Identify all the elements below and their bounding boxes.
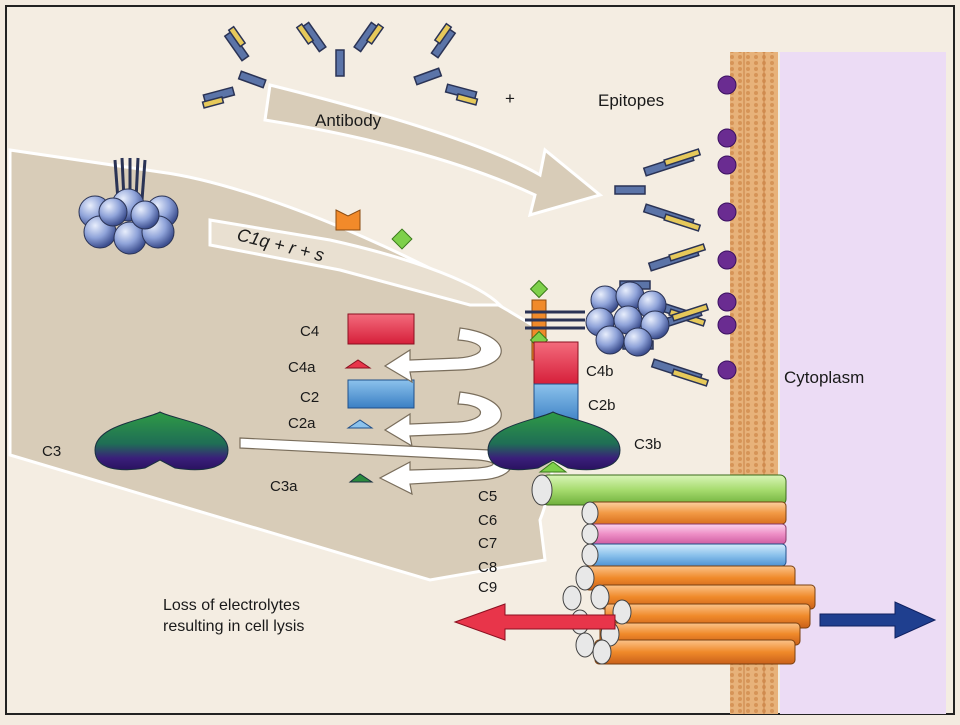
epitope-icon [717,75,737,380]
electrolyte-arrow-left [453,603,616,641]
c2-block [347,379,415,409]
c8-label: C8 [478,559,497,576]
c4b-block [533,341,579,385]
electrolyte-arrow-right [819,601,937,639]
epitopes-label: Epitopes [598,91,664,110]
c1q-flow-arrow [208,218,504,307]
c1s-fragment-icon [391,228,413,250]
lysis-label-line1: Loss of electrolytes [163,597,300,614]
c3-label: C3 [42,443,61,460]
c6-label: C6 [478,512,497,529]
lysis-label-line2: resulting in cell lysis [163,618,304,635]
c3a-label: C3a [270,478,298,495]
c8-tube [589,543,787,567]
c1r-fragment-icon [335,209,361,231]
c5-tube [541,474,787,506]
c6-tube [589,501,787,525]
c2a-label: C2a [288,415,316,432]
c3-molecule [94,411,229,471]
c7-label: C7 [478,535,497,552]
c4b-label: C4b [586,363,614,380]
c4-block [347,313,415,345]
c5-label: C5 [478,488,497,505]
antibody-flow-arrow [263,83,604,218]
c3b-tip [538,461,568,473]
c2-label: C2 [300,389,319,406]
c9-label: C9 [478,579,497,596]
cleavage-arrows [239,327,512,496]
membrane-attack-complex [531,474,816,665]
c4a-label: C4a [288,359,316,376]
bound-c1-complex-icon [525,281,670,357]
c3b-molecule [487,411,621,471]
c1-complex-icon [78,157,179,255]
c7-tube [589,523,787,545]
c4-label: C4 [300,323,319,340]
c2a-fragment [346,419,374,429]
antibody-icon [201,21,479,109]
cytoplasm-label: Cytoplasm [784,368,864,387]
c3b-label: C3b [634,436,662,453]
plus-label: + [505,89,515,108]
antibody-label: Antibody [315,111,382,130]
c4a-fragment [344,359,372,369]
c2b-label: C2b [588,397,616,414]
c3a-fragment [348,473,374,483]
bound-c1s-icon [529,279,549,299]
